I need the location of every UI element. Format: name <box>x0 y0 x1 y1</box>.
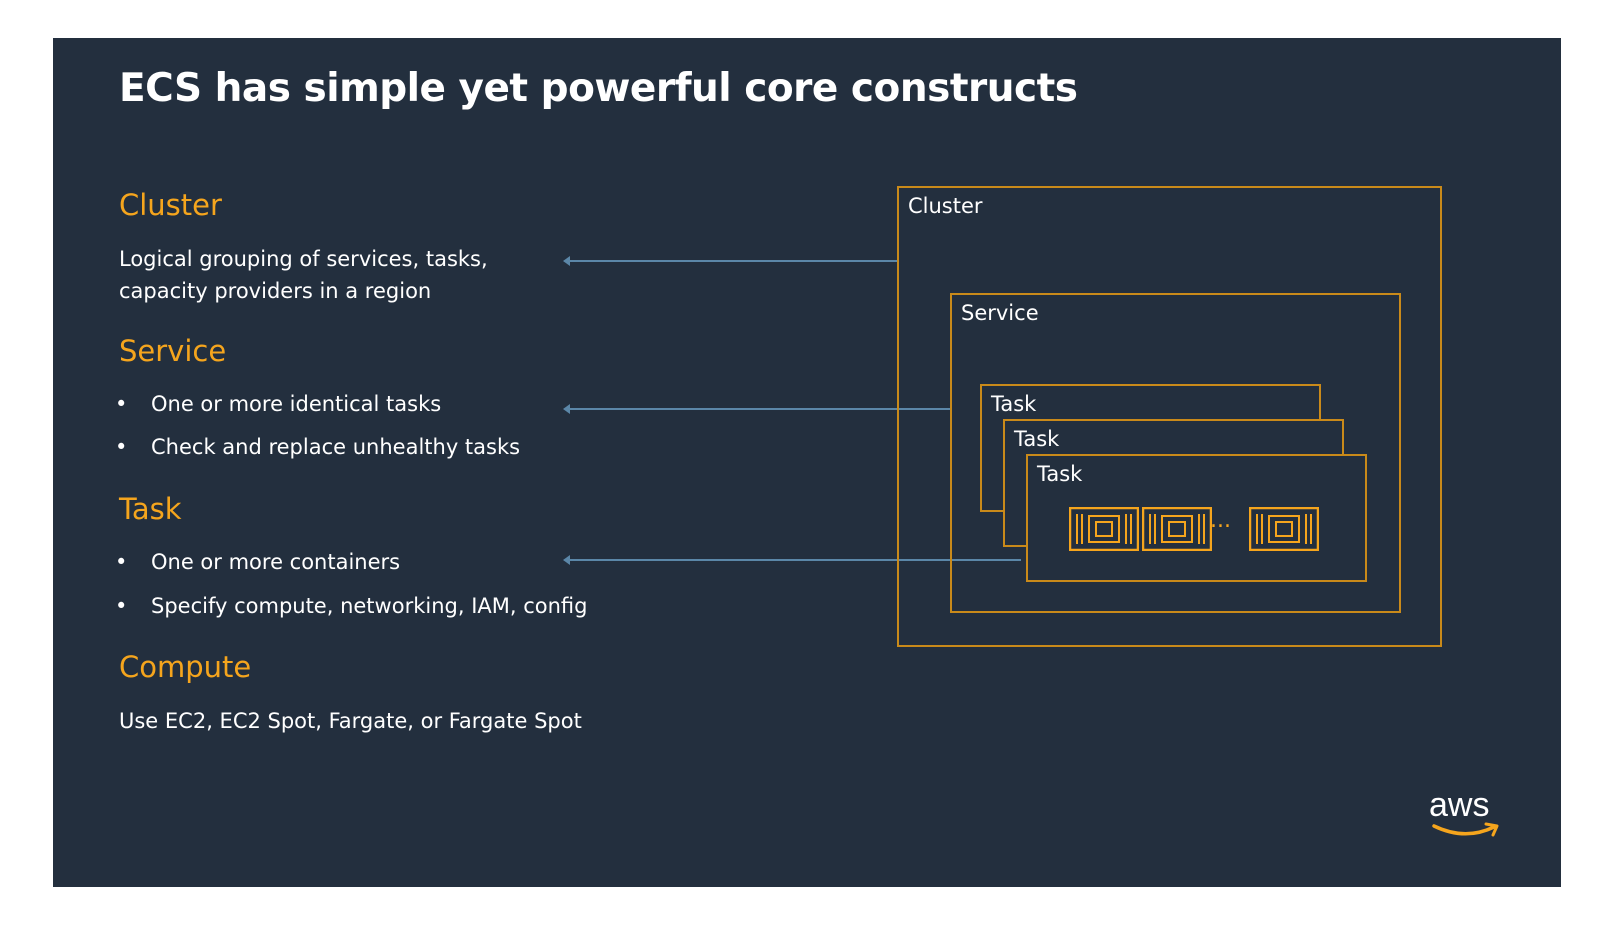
service-bullet-text: One or more identical tasks <box>151 392 442 416</box>
task-bullet-text: One or more containers <box>151 550 401 574</box>
compute-heading: Compute <box>119 650 252 684</box>
cluster-description: Logical grouping of services, tasks, cap… <box>119 243 488 307</box>
cluster-description-line: capacity providers in a region <box>119 279 432 303</box>
compute-description: Use EC2, EC2 Spot, Fargate, or Fargate S… <box>119 709 582 733</box>
container-icon <box>1069 507 1139 551</box>
task-bullet: • Specify compute, networking, IAM, confi… <box>115 594 587 618</box>
cluster-heading: Cluster <box>119 188 222 222</box>
bullet-dot: • <box>115 594 128 618</box>
task-box-label: Task <box>991 392 1037 416</box>
service-bullet: • One or more identical tasks <box>115 392 441 416</box>
cluster-box: Cluster <box>897 186 1442 647</box>
cluster-arrow <box>563 256 897 266</box>
service-arrow <box>563 404 951 414</box>
service-heading: Service <box>119 334 227 368</box>
bullet-dot: • <box>115 550 128 574</box>
service-bullet: • Check and replace unhealthy tasks <box>115 435 520 459</box>
service-bullet-text: Check and replace unhealthy tasks <box>151 435 521 459</box>
service-box-label: Service <box>961 301 1039 325</box>
container-ellipsis: ... <box>1210 508 1231 533</box>
bullet-dot: • <box>115 435 128 459</box>
aws-smile-icon <box>1432 822 1499 837</box>
bullet-dot: • <box>115 392 128 416</box>
task-bullet-text: Specify compute, networking, IAM, config <box>151 594 588 618</box>
container-icon <box>1249 507 1319 551</box>
task-box-label: Task <box>1037 462 1083 486</box>
aws-logo: aws <box>1429 786 1490 824</box>
task-bullet: • One or more containers <box>115 550 400 574</box>
container-icon <box>1142 507 1212 551</box>
slide-title: ECS has simple yet powerful core constru… <box>119 66 1078 111</box>
cluster-box-label: Cluster <box>908 194 983 218</box>
slide: ECS has simple yet powerful core constru… <box>53 38 1561 887</box>
cluster-description-line: Logical grouping of services, tasks, <box>119 247 488 271</box>
task-arrow <box>563 555 1021 565</box>
task-heading: Task <box>119 492 182 526</box>
service-box: Service <box>950 293 1401 613</box>
task-box-label: Task <box>1014 427 1060 451</box>
